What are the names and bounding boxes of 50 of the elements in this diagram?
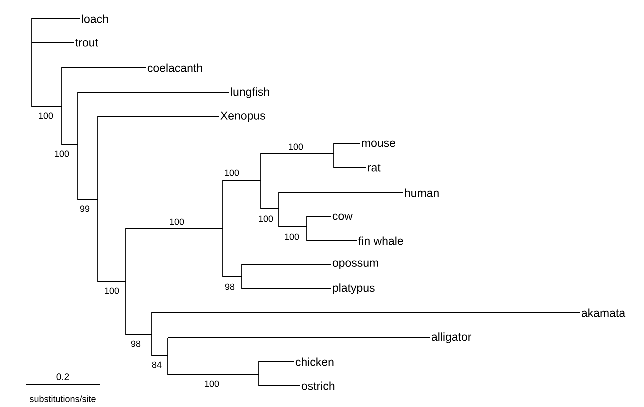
bootstrap-value: 100 [289, 144, 304, 150]
taxon-label: akamata [582, 308, 626, 318]
branch [168, 374, 260, 376]
branch [242, 288, 332, 290]
branch [32, 106, 62, 108]
scale-value: 0.2 [56, 374, 70, 380]
bootstrap-value: 100 [39, 112, 54, 120]
taxon-label: lungfish [231, 88, 270, 98]
bootstrap-value: 84 [152, 362, 162, 368]
bootstrap-value: 100 [225, 170, 240, 176]
taxon-label: ostrich [302, 382, 335, 390]
branch [260, 208, 280, 210]
branch [32, 18, 80, 20]
taxon-label: chicken [296, 358, 334, 366]
taxon-label: human [405, 188, 439, 198]
branch [78, 92, 230, 94]
branch [222, 180, 262, 182]
bootstrap-value: 98 [131, 340, 141, 348]
branch [126, 334, 152, 336]
branch [62, 144, 78, 146]
scale-unit: substitutions/site [30, 396, 96, 402]
branch [98, 116, 220, 118]
taxon-label: Xenopus [220, 112, 266, 122]
bootstrap-value: 100 [170, 218, 184, 226]
bootstrap-value: 100 [259, 216, 274, 222]
branch [306, 216, 332, 218]
taxon-label: cow [332, 214, 353, 220]
taxon-label: platypus [333, 284, 375, 294]
branch [222, 276, 242, 278]
taxon-label: fin whale [358, 236, 404, 246]
bootstrap-value: 100 [105, 288, 120, 294]
taxon-label: mouse [362, 140, 396, 148]
branch [278, 226, 308, 228]
taxon-label: loach [82, 14, 108, 24]
branch [306, 240, 358, 242]
branch [126, 228, 224, 230]
taxon-label: alligator [432, 332, 472, 344]
bootstrap-value: 100 [205, 380, 220, 388]
bootstrap-value: 98 [225, 284, 235, 290]
bootstrap-value: 100 [285, 234, 300, 240]
bootstrap-value: 100 [55, 150, 70, 158]
taxon-label: opossum [332, 260, 378, 270]
branch [278, 192, 404, 194]
bootstrap-value: 99 [80, 206, 90, 212]
branch [152, 312, 580, 314]
taxon-label: trout [76, 39, 98, 47]
taxon-label: coelacanth [148, 64, 202, 72]
branch [32, 42, 74, 44]
taxon-label: rat [368, 164, 381, 172]
branch [242, 264, 332, 266]
